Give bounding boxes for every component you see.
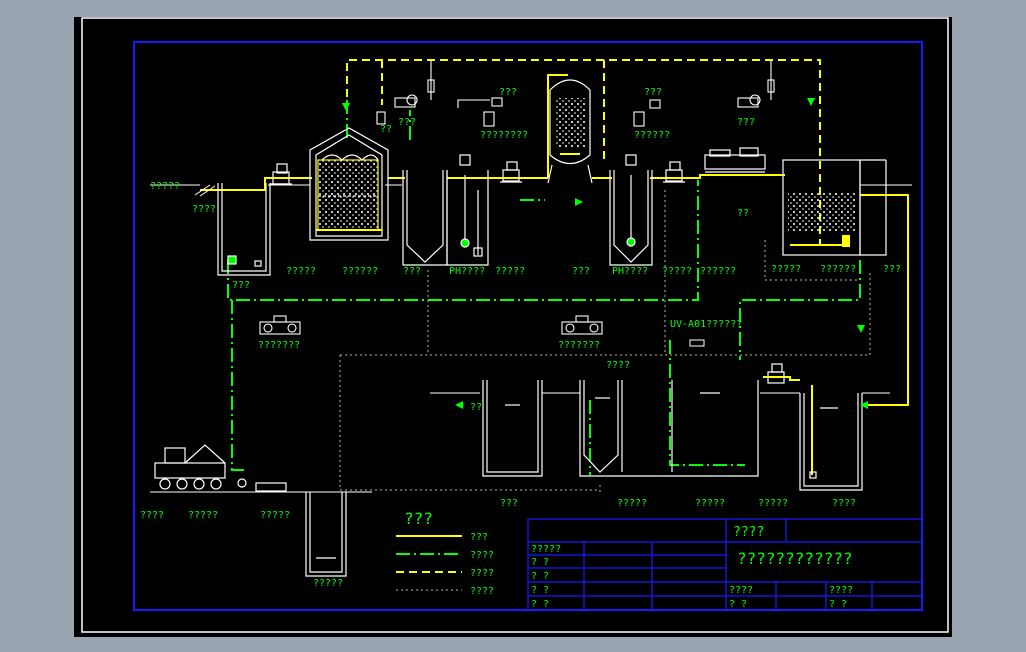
lower-tank-settling [579,380,759,477]
label-blower-b: ??????? [558,340,600,351]
title-field-b: ? ? [729,599,747,610]
legend: ??? ??? ???? ???? ???? [396,509,494,597]
overflow-pipe [339,190,871,492]
return-pump [767,363,785,384]
label-bottom-2: ????? [188,510,218,521]
label-dose-a: ??? [398,117,416,128]
title-field-a: ???? [729,585,753,596]
lift-pump [270,163,292,185]
blower-2 [561,315,603,335]
lower-tank-clear [482,380,543,477]
label-sump: ????? [313,578,343,589]
label-f: ????? [662,266,692,277]
title-row-3: ? ? [531,571,549,582]
label-b: ?????? [342,266,378,277]
blower-1 [259,315,301,335]
sludge-pump [237,478,287,492]
label-a: ????? [286,266,316,277]
label-bottom-5: ????? [617,498,647,509]
label-bottom-3: ????? [260,510,290,521]
label-i: ?????? [820,264,856,275]
label-ph-a: PH???? [449,266,485,277]
legend-item-1: ??? [470,532,488,543]
label-bottom-1: ???? [140,510,164,521]
label-bottom-6: ????? [695,498,725,509]
conditioning-tank-2 [609,154,653,266]
label-m: ?? [470,402,482,413]
filter-vessel [547,79,593,184]
dosing-group-3 [633,99,661,127]
label-dose-b: ???????? [480,130,528,141]
grid-well [217,183,271,276]
label-dose-f: ??? [737,117,755,128]
label-dose-c: ??? [499,87,517,98]
label-bottom-4: ??? [500,498,518,509]
feed-pump [500,161,522,183]
label-grid-well: ??? [232,280,250,291]
uv-unit [689,339,705,347]
biofilter-tank [309,127,389,241]
title-row-2: ? ? [531,557,549,568]
grade-lines [150,184,912,493]
label-inlet-a: ????? [150,181,180,192]
legend-title: ??? [404,509,433,528]
dosing-group-4 [737,60,775,108]
label-bottom-7: ????? [758,498,788,509]
dosing-group-2 [457,97,503,127]
title-row-5: ? ? [531,599,549,610]
title-block [527,518,923,611]
label-e: ??? [572,266,590,277]
dosing-group-1 [376,60,435,125]
sewage-pipe-main [200,74,909,475]
label-k: ?? [737,208,749,219]
outer-border [81,17,949,633]
legend-item-4: ???? [470,586,494,597]
label-dose-e: ??? [644,87,662,98]
label-uv: UV-A01?????? [670,319,742,330]
label-dose-g: ?? [380,124,392,135]
drawing-paper [74,17,952,637]
label-ph-b: PH???? [612,266,648,277]
lower-tank-sump [799,393,863,491]
label-inlet-b: ???? [192,204,216,215]
label-l: ???? [606,360,630,371]
dewatering-machine [704,147,766,173]
drawing-title: ???????????? [737,549,853,568]
sludge-truck [154,444,226,490]
conditioning-tank-1 [402,154,489,266]
flow-arrows [342,98,868,409]
title-field-c: ???? [829,585,853,596]
legend-item-2: ???? [470,550,494,561]
aeration-tank [782,159,887,256]
legend-item-3: ???? [470,568,494,579]
label-d: ????? [495,266,525,277]
label-g: ?????? [700,266,736,277]
title-block-header: ???? [733,525,764,540]
sump-pit [305,492,347,577]
label-blower-a: ??????? [258,340,300,351]
label-dose-d: ?????? [634,130,670,141]
title-field-d: ? ? [829,599,847,610]
grid-screen [194,184,216,197]
label-h: ????? [771,264,801,275]
sludge-pipe [227,100,861,475]
label-c: ??? [403,266,421,277]
label-j: ??? [883,264,901,275]
title-row-1: ????? [531,544,561,555]
transfer-pump [663,161,685,183]
title-row-4: ? ? [531,585,549,596]
label-bottom-8: ???? [832,498,856,509]
air-pipe-dashed [346,59,821,245]
